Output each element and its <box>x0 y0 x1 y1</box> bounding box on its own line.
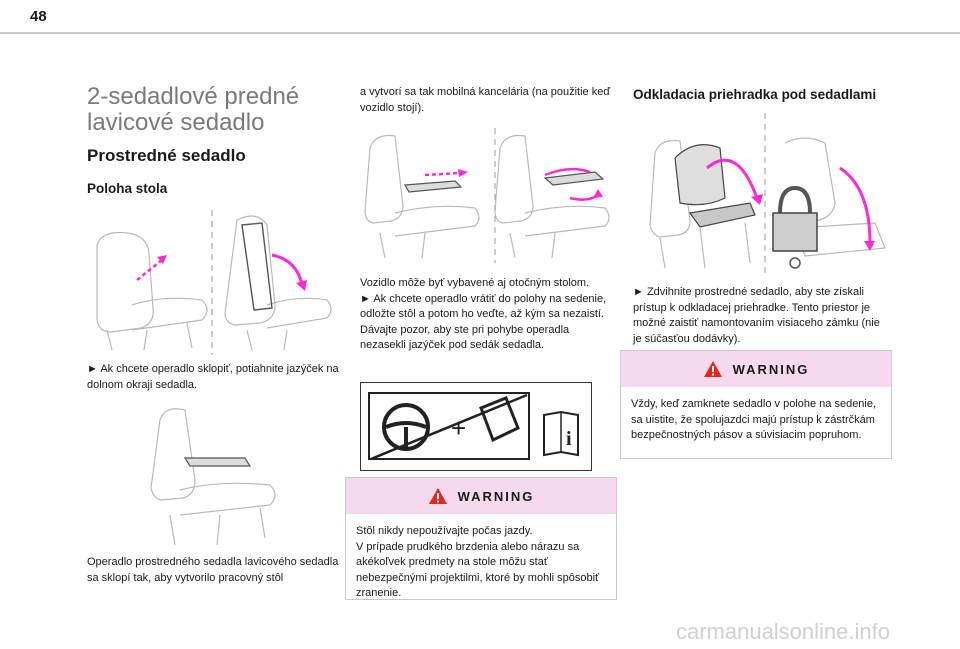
warning-header: WARNING <box>346 478 616 514</box>
warning-triangle-icon <box>703 361 722 377</box>
warning-box-seat: WARNING Vždy, keď zamknete sedadlo v pol… <box>620 350 892 459</box>
seat-fold-illustration <box>96 210 332 355</box>
storage-compartment-illustration <box>649 113 886 278</box>
col1-paragraph-fold: ► Ak chcete operadlo sklopiť, potiahnite… <box>87 363 339 391</box>
warning-text: Stôl nikdy nepoužívajte počas jazdy. V p… <box>356 525 600 599</box>
table-mode-illustration <box>150 408 276 546</box>
section-title: Prostredné sedadlo <box>87 146 246 165</box>
swivel-table-illustration <box>364 128 610 263</box>
storage-paragraph: ► Zdvihnite prostredné sedadlo, aby ste … <box>633 286 880 345</box>
watermark: carmanualsonline.info <box>675 619 890 644</box>
warning-text: Vždy, keď zamknete sedadlo v polohe na s… <box>631 398 877 441</box>
page-number: 48 <box>30 8 47 25</box>
col1-paragraph-table: Operadlo prostredného sedadla lavicového… <box>87 556 339 584</box>
no-steering-while-table-icon: + <box>368 392 530 461</box>
chapter-title: 2-sedadlové predné lavicové sedadlo <box>87 83 300 136</box>
warning-title: WARNING <box>457 488 535 504</box>
storage-heading: Odkladacia priehradka pod sedadlami <box>633 87 877 102</box>
warning-triangle-icon <box>428 488 447 504</box>
warning-header: WARNING <box>621 351 891 387</box>
pictogram-box: + i <box>360 382 592 471</box>
warning-box-table: WARNING Stôl nikdy nepoužívajte počas ja… <box>345 477 617 600</box>
manual-info-icon: i <box>543 410 579 457</box>
col2-paragraph-office: a vytvorí sa tak mobilná kancelária (na … <box>360 86 611 114</box>
svg-text:i: i <box>566 428 572 450</box>
padlock-icon <box>772 185 818 269</box>
subsection-title: Poloha stola <box>87 181 168 196</box>
warning-title: WARNING <box>732 361 810 377</box>
header-divider <box>0 32 960 34</box>
svg-text:+: + <box>451 413 466 443</box>
col2-paragraph-swivel: Vozidlo môže byť vybavené aj otočným sto… <box>360 277 607 351</box>
